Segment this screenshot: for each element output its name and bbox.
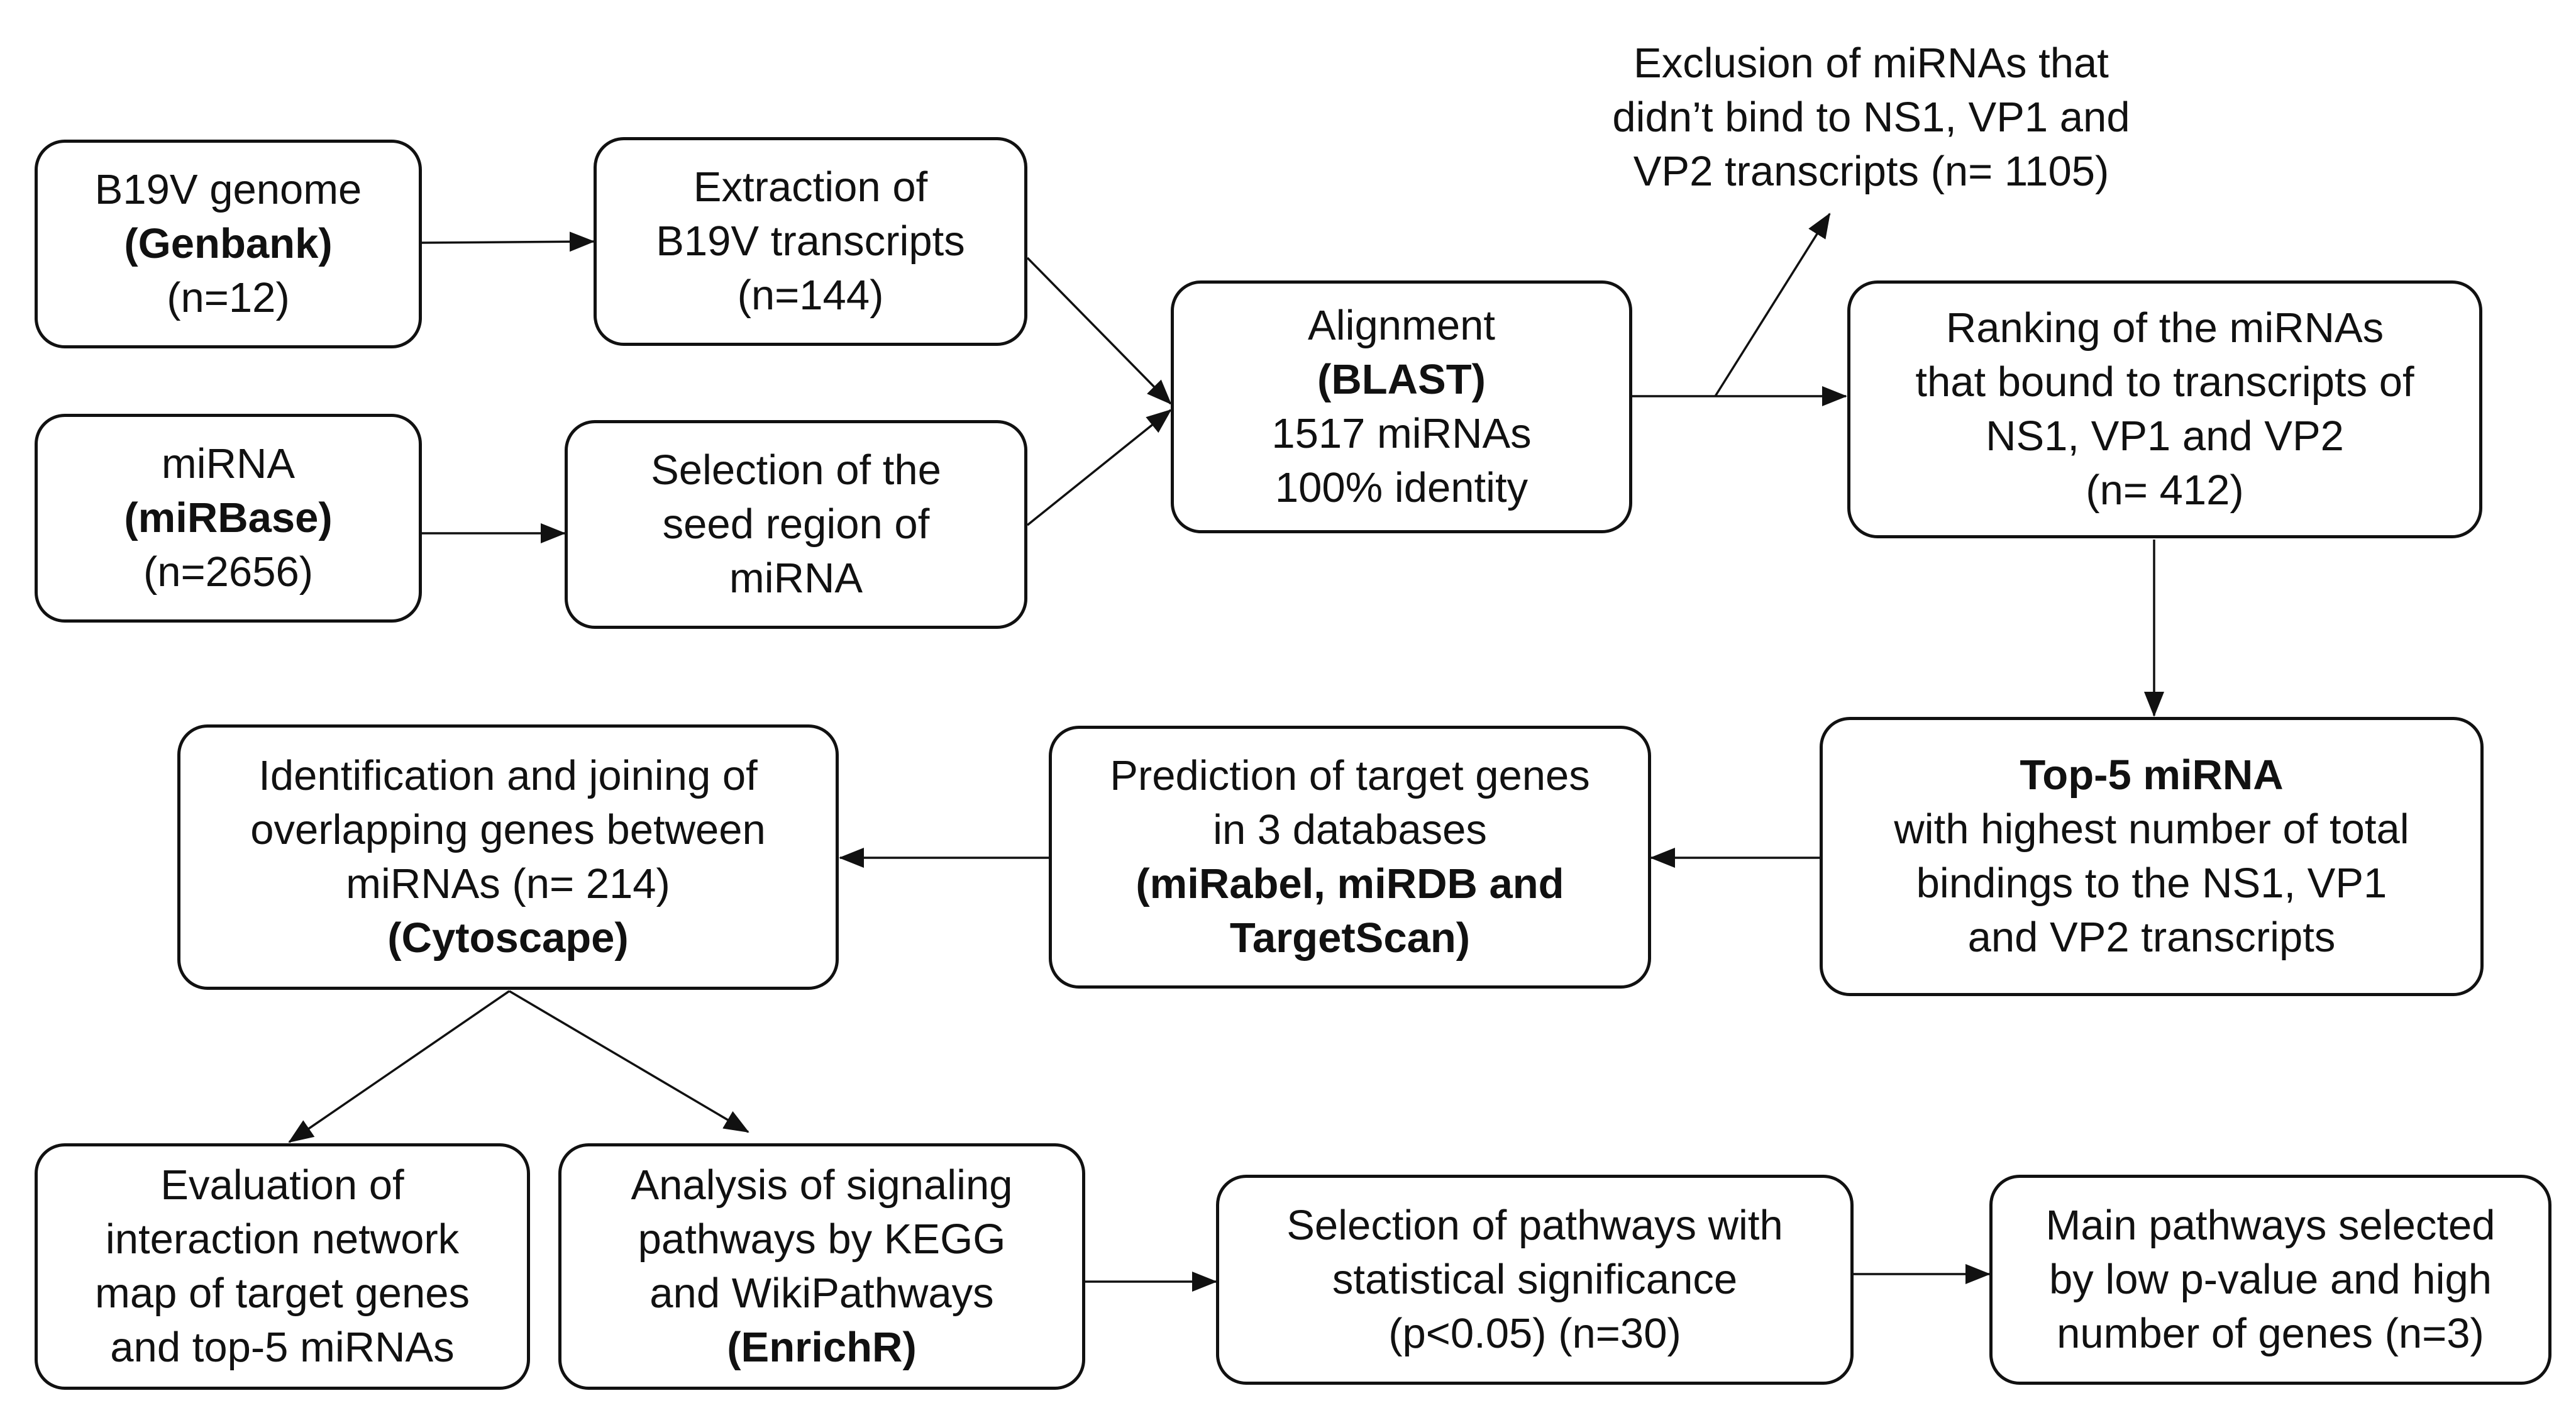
arrow-identification-to-evaluation (288, 990, 510, 1143)
alignment-line-1: Alignment (1308, 302, 1495, 349)
main-pathways-line-2: by low p-value and high (2049, 1256, 2492, 1303)
identification-line-2: overlapping genes between (250, 806, 766, 853)
selection-pathways-line-2: statistical significance (1332, 1256, 1738, 1303)
b19v-genome-box: B19V genome (Genbank) (n=12) (35, 140, 422, 348)
alignment-line-2: (BLAST) (1317, 356, 1486, 403)
extraction-line-2: B19V transcripts (656, 218, 965, 265)
arrow-genome-to-extraction (421, 231, 595, 252)
analysis-line-4: (EnrichR) (727, 1324, 917, 1371)
alignment-box: Alignment (BLAST) 1517 miRNAs 100% ident… (1171, 280, 1632, 533)
top5-box: Top-5 miRNA with highest number of total… (1820, 717, 2484, 996)
evaluation-line-4: and top-5 miRNAs (110, 1324, 455, 1371)
ranking-box: Ranking of the miRNAs that bound to tran… (1847, 280, 2482, 538)
prediction-line-4: TargetScan) (1229, 914, 1471, 962)
arrow-branch-to-exclusion (1714, 213, 1831, 397)
top5-line-2: with highest number of total (1894, 806, 2409, 853)
arrow-seed-to-alignment (1026, 409, 1172, 526)
prediction-line-3: (miRabel, miRDB and (1136, 860, 1564, 907)
seed-selection-line-1: Selection of the (651, 446, 941, 494)
main-pathways-box: Main pathways selected by low p-value an… (1989, 1175, 2551, 1385)
exclusion-line-2: didn’t bind to NS1, VP1 and (1612, 94, 2130, 141)
extraction-line-1: Extraction of (693, 164, 928, 211)
b19v-genome-line-3: (n=12) (167, 274, 290, 321)
selection-pathways-box: Selection of pathways with statistical s… (1216, 1175, 1854, 1385)
analysis-line-2: pathways by KEGG (638, 1216, 1006, 1263)
b19v-genome-line-2: (Genbank) (124, 220, 333, 267)
prediction-line-1: Prediction of target genes (1110, 752, 1590, 799)
top5-line-4: and VP2 transcripts (1967, 914, 2336, 961)
identification-line-3: miRNAs (n= 214) (346, 860, 670, 907)
ranking-line-2: that bound to transcripts of (1915, 358, 2414, 406)
alignment-line-4: 100% identity (1274, 464, 1528, 511)
evaluation-line-1: Evaluation of (160, 1162, 404, 1209)
seed-selection-line-2: seed region of (662, 501, 930, 548)
selection-pathways-line-3: (p<0.05) (n=30) (1388, 1310, 1681, 1357)
mirna-box: miRNA (miRBase) (n=2656) (35, 414, 422, 623)
selection-pathways-line-1: Selection of pathways with (1286, 1202, 1783, 1249)
analysis-line-1: Analysis of signaling (631, 1162, 1013, 1209)
identification-line-1: Identification and joining of (258, 752, 758, 799)
analysis-line-3: and WikiPathways (650, 1270, 994, 1317)
prediction-box: Prediction of target genes in 3 database… (1049, 726, 1651, 989)
arrow-extraction-to-alignment (1026, 257, 1172, 405)
arrow-identification-to-analysis (509, 990, 749, 1133)
extraction-box: Extraction of B19V transcripts (n=144) (594, 137, 1027, 346)
top5-line-3: bindings to the NS1, VP1 (1916, 860, 2387, 907)
ranking-line-3: NS1, VP1 and VP2 (1986, 413, 2344, 460)
mirna-line-2: (miRBase) (124, 494, 333, 541)
exclusion-text: Exclusion of miRNAs that didn’t bind to … (1519, 36, 2223, 199)
main-pathways-line-1: Main pathways selected (2045, 1202, 2496, 1249)
b19v-genome-line-1: B19V genome (94, 166, 362, 213)
mirna-line-1: miRNA (161, 440, 296, 487)
alignment-line-3: 1517 miRNAs (1271, 410, 1532, 457)
seed-selection-box: Selection of the seed region of miRNA (565, 420, 1027, 629)
mirna-line-3: (n=2656) (143, 548, 314, 596)
identification-box: Identification and joining of overlappin… (177, 724, 839, 990)
identification-line-4: (Cytoscape) (387, 914, 629, 962)
ranking-line-1: Ranking of the miRNAs (1945, 304, 2384, 352)
exclusion-line-1: Exclusion of miRNAs that (1633, 40, 2109, 87)
main-pathways-line-3: number of genes (n=3) (2057, 1310, 2484, 1357)
evaluation-line-3: map of target genes (95, 1270, 470, 1317)
top5-line-1: Top-5 miRNA (2020, 751, 2284, 799)
ranking-line-4: (n= 412) (2086, 467, 2244, 514)
analysis-box: Analysis of signaling pathways by KEGG a… (558, 1143, 1085, 1390)
evaluation-box: Evaluation of interaction network map of… (35, 1143, 530, 1390)
evaluation-line-2: interaction network (105, 1216, 460, 1263)
exclusion-line-3: VP2 transcripts (n= 1105) (1633, 148, 2109, 195)
seed-selection-line-3: miRNA (729, 555, 863, 602)
prediction-line-2: in 3 databases (1213, 806, 1487, 853)
extraction-line-3: (n=144) (737, 272, 884, 319)
